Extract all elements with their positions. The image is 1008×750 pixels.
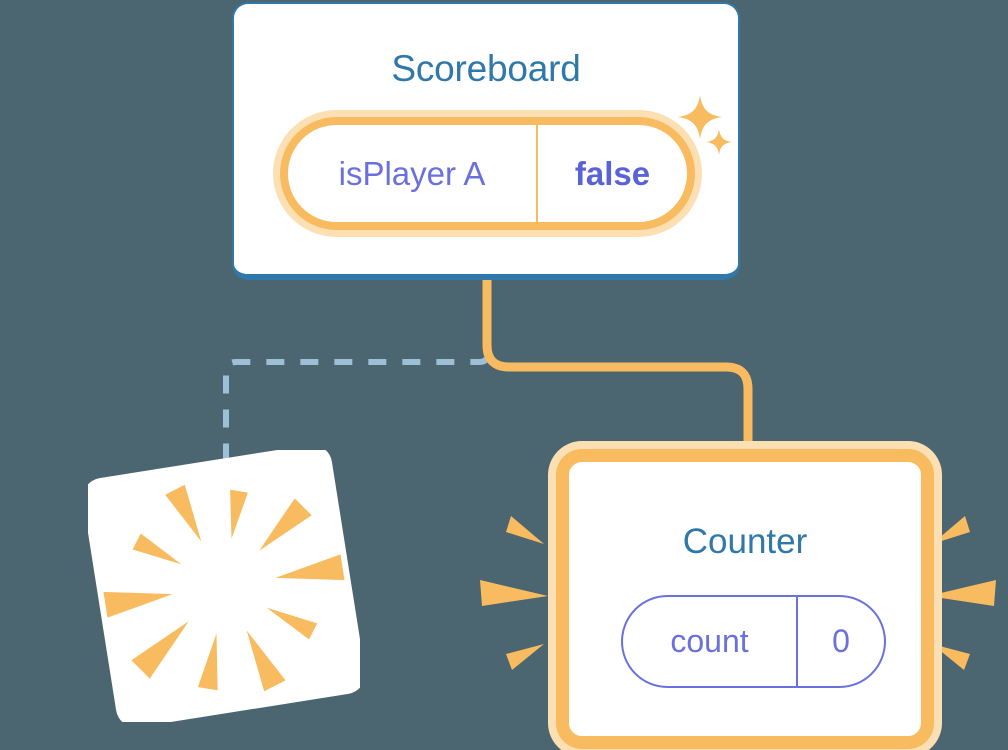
burst-card[interactable]: [88, 450, 360, 722]
scoreboard-property-key: isPlayer A: [288, 125, 538, 222]
node-scoreboard[interactable]: Scoreboard isPlayer A false: [232, 2, 740, 280]
ray: [932, 516, 970, 544]
counter-property-value: 0: [832, 623, 850, 659]
scoreboard-property-value: false: [574, 154, 651, 192]
counter-burst-left: [480, 516, 548, 670]
counter-title: Counter: [682, 522, 808, 561]
counter-property-pill[interactable]: count 0: [621, 595, 886, 688]
sparkle-large-icon: [678, 95, 722, 139]
sparkle-small-icon: [706, 129, 732, 155]
ray: [506, 516, 544, 544]
ray: [480, 580, 548, 606]
burst-rays: [103, 484, 345, 692]
burst-card-surface: [88, 450, 360, 722]
scoreboard-title: Scoreboard: [391, 48, 581, 89]
counter-property-key: count: [623, 597, 798, 686]
ray: [932, 644, 970, 670]
node-counter[interactable]: Counter count 0: [556, 449, 934, 749]
counter-burst-right: [928, 516, 996, 670]
ray: [928, 580, 996, 606]
ray: [506, 644, 544, 670]
scoreboard-property-pill[interactable]: isPlayer A false: [280, 117, 695, 230]
connector-scoreboard-to-counter: [482, 280, 753, 462]
